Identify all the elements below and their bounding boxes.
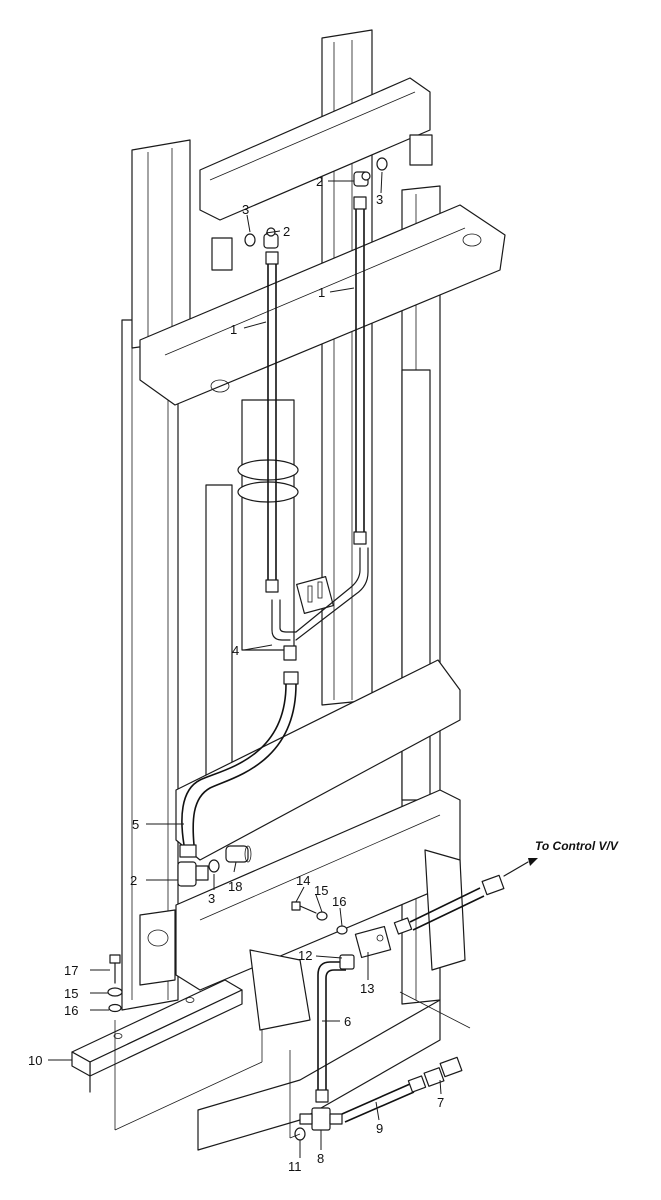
label-11: 11 [288, 1159, 302, 1174]
label-7: 7 [437, 1095, 444, 1110]
label-6: 6 [344, 1014, 351, 1029]
control-valve-note: To Control V/V [535, 839, 619, 853]
outer-mast-left [121, 319, 179, 1011]
part-number-labels: 1 1 2 2 2 3 3 3 4 5 6 7 8 9 10 11 12 13 … [28, 174, 619, 1174]
label-14: 14 [296, 873, 310, 888]
bracket-part-13 [339, 925, 392, 970]
o-ring-part-3-right [376, 157, 388, 171]
label-2-top-left: 2 [283, 224, 290, 239]
label-2-top-right: 2 [316, 174, 323, 189]
label-2-bottom: 2 [130, 873, 137, 888]
label-3-top-right: 3 [376, 192, 383, 207]
label-4: 4 [232, 643, 239, 658]
label-16-left: 16 [64, 1003, 78, 1018]
tee-fitting-part-4 [271, 547, 369, 661]
upper-crossmember [139, 204, 506, 406]
o-ring-part-3-left [244, 233, 256, 247]
lift-cylinders [205, 369, 431, 816]
label-17: 17 [64, 963, 78, 978]
bottom-brackets [139, 849, 466, 1151]
label-3-bottom: 3 [208, 891, 215, 906]
label-8: 8 [317, 1151, 324, 1166]
label-10: 10 [28, 1053, 42, 1068]
hose-part-9 [341, 1075, 427, 1123]
guide-lines [114, 991, 471, 1139]
leader-lines [48, 171, 442, 1158]
label-13: 13 [360, 981, 374, 996]
top-crosshead [199, 77, 433, 271]
label-15-left: 15 [64, 986, 78, 1001]
label-15-right: 15 [314, 883, 328, 898]
bracket-part-10 [71, 979, 243, 1093]
label-18: 18 [228, 879, 242, 894]
label-16-right: 16 [332, 894, 346, 909]
label-1-right: 1 [318, 285, 325, 300]
label-9: 9 [376, 1121, 383, 1136]
hose-part-1-left [263, 227, 279, 593]
label-1-left: 1 [230, 322, 237, 337]
elbow-part-2-bottom [177, 845, 252, 887]
hose-to-control-valve [393, 858, 538, 935]
tee-part-8 [294, 1107, 343, 1141]
label-12: 12 [298, 948, 312, 963]
label-5: 5 [132, 817, 139, 832]
hose-part-5 [179, 671, 299, 858]
hose-part-6 [315, 961, 346, 1103]
hose-part-1-right [353, 171, 371, 545]
bolt-part-17 [107, 954, 123, 1013]
fitting-part-7 [423, 1056, 463, 1087]
label-3-top-left: 3 [242, 202, 249, 217]
